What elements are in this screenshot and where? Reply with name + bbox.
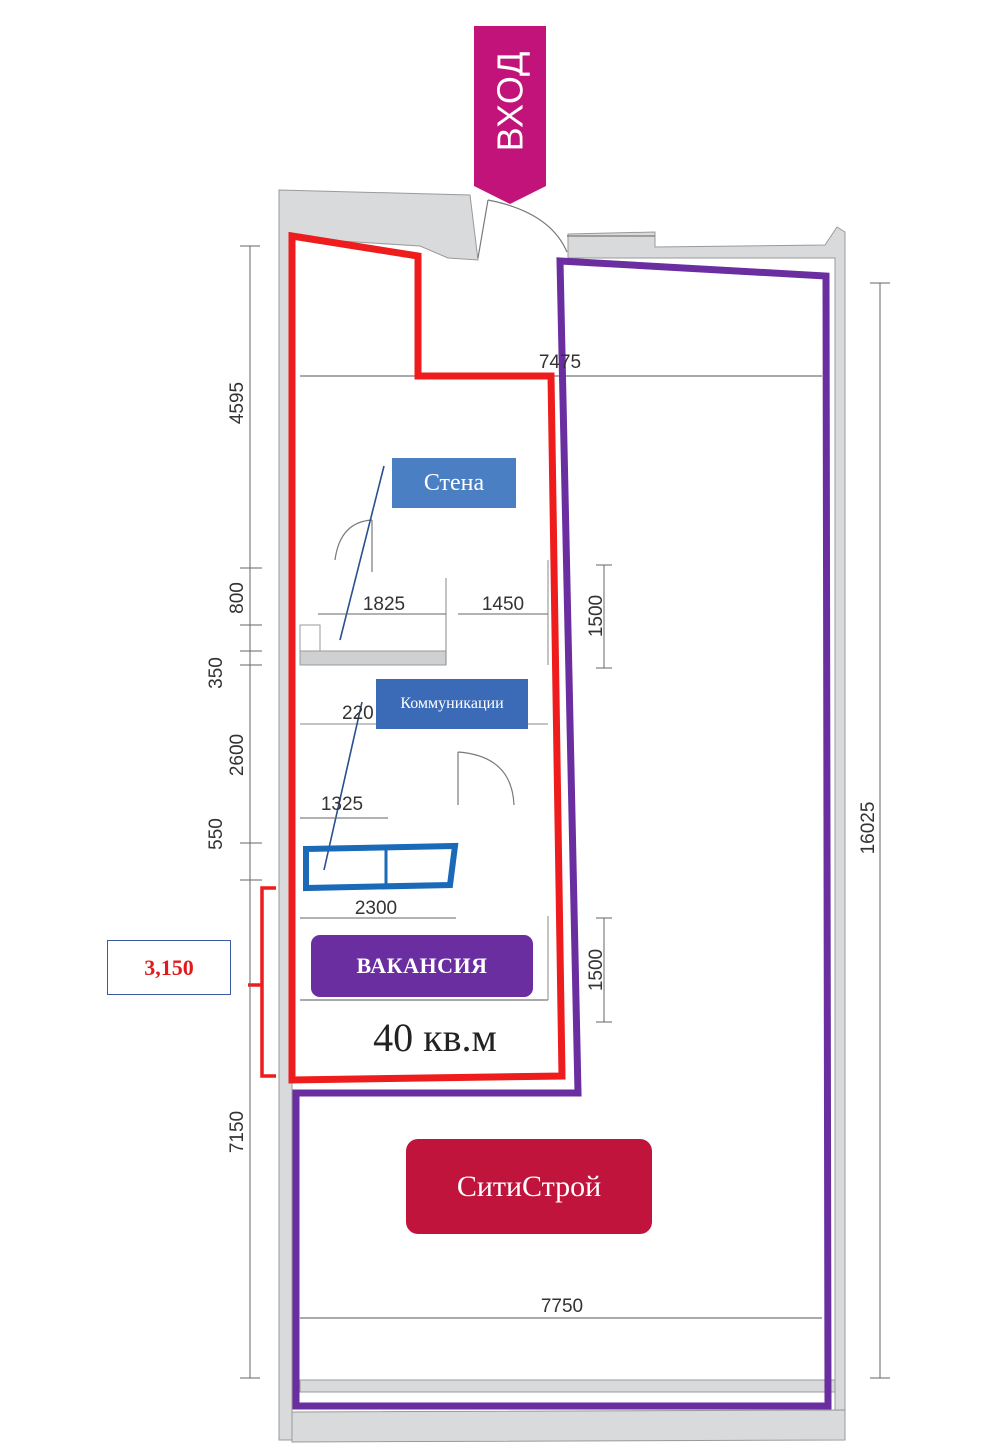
vacancy-width-bracket xyxy=(248,886,276,1078)
entrance-text: ВХОД xyxy=(489,50,530,152)
tenant-zone-outline xyxy=(292,257,832,1410)
wall-annotation: Стена xyxy=(392,458,516,508)
dim-side-1500-lower: 1500 xyxy=(586,949,607,991)
dimension-lines xyxy=(240,245,890,1379)
dim-800: 800 xyxy=(227,582,248,614)
counter-outline xyxy=(303,842,459,892)
dim-bottom-width: 7750 xyxy=(541,1296,583,1317)
entrance-marker xyxy=(474,26,546,204)
dim-350: 350 xyxy=(206,657,227,689)
dim-2200-partial: 220 xyxy=(342,703,374,724)
tenant-zone-label: СитиСтрой xyxy=(406,1139,652,1234)
vacancy-area-label: 40 кв.м xyxy=(373,1014,497,1060)
interior-doors xyxy=(334,519,515,806)
vacancy-zone-label: ВАКАНСИЯ xyxy=(311,935,533,997)
dim-top-width: 7475 xyxy=(539,352,581,373)
dim-upper-length: 4595 xyxy=(227,382,248,424)
dim-2600: 2600 xyxy=(227,734,248,776)
vacancy-zone-outline xyxy=(288,231,566,1084)
interior-walls xyxy=(299,375,822,1319)
dim-side-1500-upper: 1500 xyxy=(586,595,607,637)
building-walls xyxy=(278,189,846,1443)
dim-1325: 1325 xyxy=(321,794,363,815)
entrance-label: ВХОД xyxy=(474,26,546,176)
dim-total-length: 16025 xyxy=(858,802,879,855)
dim-1450: 1450 xyxy=(482,594,524,615)
wall-indicator-lines xyxy=(323,465,385,871)
dim-2300: 2300 xyxy=(355,898,397,919)
vacancy-width-callout: 3,150 xyxy=(107,940,231,995)
dim-lower-length: 7150 xyxy=(227,1111,248,1153)
communications-annotation: Коммуникации xyxy=(376,679,528,729)
dim-1825: 1825 xyxy=(363,594,405,615)
entrance-door xyxy=(477,199,655,259)
dim-550: 550 xyxy=(206,818,227,850)
